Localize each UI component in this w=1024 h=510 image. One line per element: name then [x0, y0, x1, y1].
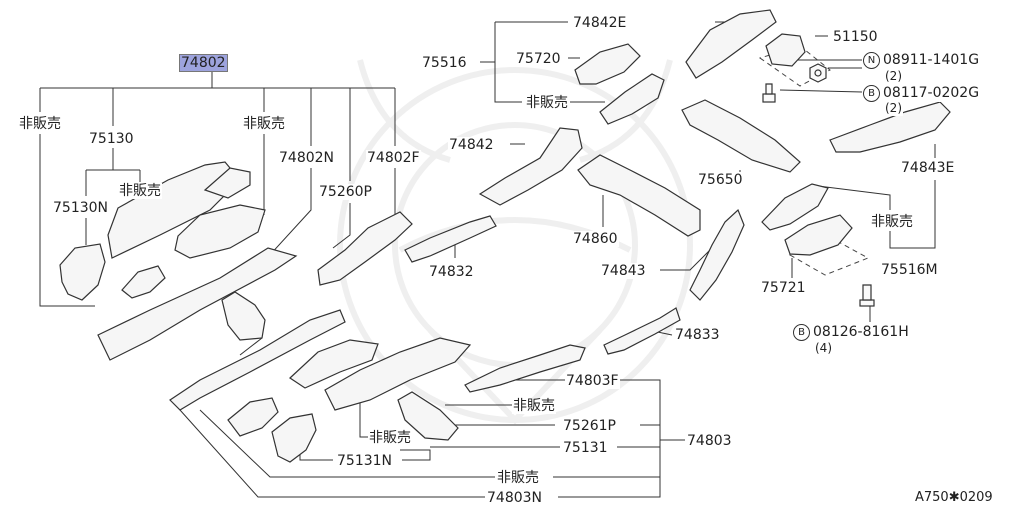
callout-08117-qty: (2)	[884, 100, 903, 116]
note-not-for-sale: 非販売	[512, 398, 556, 414]
part-74843E	[829, 101, 951, 153]
callout-74802F[interactable]: 74802F	[366, 150, 421, 166]
note-not-for-sale: 非販売	[118, 183, 162, 199]
part-74860	[577, 154, 701, 237]
callout-75131[interactable]: 75131	[562, 440, 609, 456]
callout-08117-0202G-label: 08117-0202G	[883, 85, 980, 101]
part-74843	[689, 208, 745, 301]
callout-74802N[interactable]: 74802N	[278, 150, 336, 166]
part-75130-outer	[174, 204, 266, 259]
parts-drawings	[59, 9, 951, 463]
callout-08126-qty: (4)	[814, 340, 833, 356]
callout-74860[interactable]: 74860	[572, 231, 619, 247]
callout-75130[interactable]: 75130	[88, 131, 135, 147]
callout-08911-qty: (2)	[884, 68, 903, 84]
nut-icon	[809, 63, 827, 83]
part-75130N	[59, 243, 106, 301]
part-small-bracket	[121, 265, 166, 299]
callout-08126-8161H-label: 08126-8161H	[813, 324, 909, 340]
note-not-for-sale: 非販売	[496, 470, 540, 486]
part-75261P	[397, 391, 459, 441]
part-74842E-right	[685, 9, 777, 79]
part-74802F	[317, 211, 413, 286]
part-75720	[574, 43, 641, 85]
callout-75261P[interactable]: 75261P	[562, 418, 617, 434]
callout-75720[interactable]: 75720	[515, 51, 562, 67]
part-rear-member	[289, 339, 379, 389]
part-74842E-lower	[599, 73, 665, 125]
callout-75650[interactable]: 75650	[697, 172, 744, 188]
callout-74803F[interactable]: 74803F	[565, 373, 620, 389]
note-not-for-sale: 非販売	[525, 95, 569, 111]
part-74802N	[97, 247, 298, 361]
callout-74832[interactable]: 74832	[428, 264, 475, 280]
callout-75260P[interactable]: 75260P	[318, 184, 373, 200]
part-75260P	[221, 291, 266, 341]
circled-n-symbol: N	[863, 52, 880, 69]
note-not-for-sale: 非販売	[18, 116, 62, 132]
callout-74833[interactable]: 74833	[674, 327, 721, 343]
callout-51150[interactable]: 51150	[832, 29, 879, 45]
part-51150	[765, 33, 806, 67]
part-75516M-upper	[761, 183, 829, 231]
callout-74843E[interactable]: 74843E	[900, 160, 956, 176]
part-75131N	[271, 413, 317, 463]
callout-74842[interactable]: 74842	[448, 137, 495, 153]
note-not-for-sale: 非販売	[870, 214, 914, 230]
note-not-for-sale: 非販売	[242, 116, 286, 132]
callout-75516[interactable]: 75516	[421, 55, 468, 71]
callout-74843[interactable]: 74843	[600, 263, 647, 279]
part-side-bracket	[227, 397, 279, 437]
callout-74803[interactable]: 74803	[686, 433, 733, 449]
part-74803F	[464, 344, 586, 393]
callout-75130N[interactable]: 75130N	[52, 200, 110, 216]
part-75650	[681, 99, 801, 173]
circled-b-symbol: B	[863, 85, 880, 102]
bolt-icon	[762, 83, 776, 103]
part-74832	[404, 215, 497, 263]
bolt-icon	[859, 284, 875, 307]
part-74803-center	[324, 337, 472, 411]
callout-08911-1401G-label: 08911-1401G	[883, 52, 980, 68]
callout-75131N[interactable]: 75131N	[336, 453, 394, 469]
leader-lines	[39, 21, 936, 498]
part-75721	[784, 214, 853, 256]
callout-75721[interactable]: 75721	[760, 280, 807, 296]
part-74803N	[169, 309, 346, 411]
circled-b-symbol: B	[793, 324, 810, 341]
callout-74842E[interactable]: 74842E	[572, 15, 628, 31]
part-75130-upper	[203, 167, 251, 199]
callout-74803N[interactable]: 74803N	[486, 490, 544, 506]
figure-reference: A750✱0209	[914, 490, 994, 506]
note-not-for-sale: 非販売	[368, 430, 412, 446]
part-74842	[478, 127, 583, 206]
callout-75516M[interactable]: 75516M	[880, 262, 939, 278]
callout-74802[interactable]: 74802	[179, 54, 228, 72]
part-74833	[603, 307, 681, 355]
